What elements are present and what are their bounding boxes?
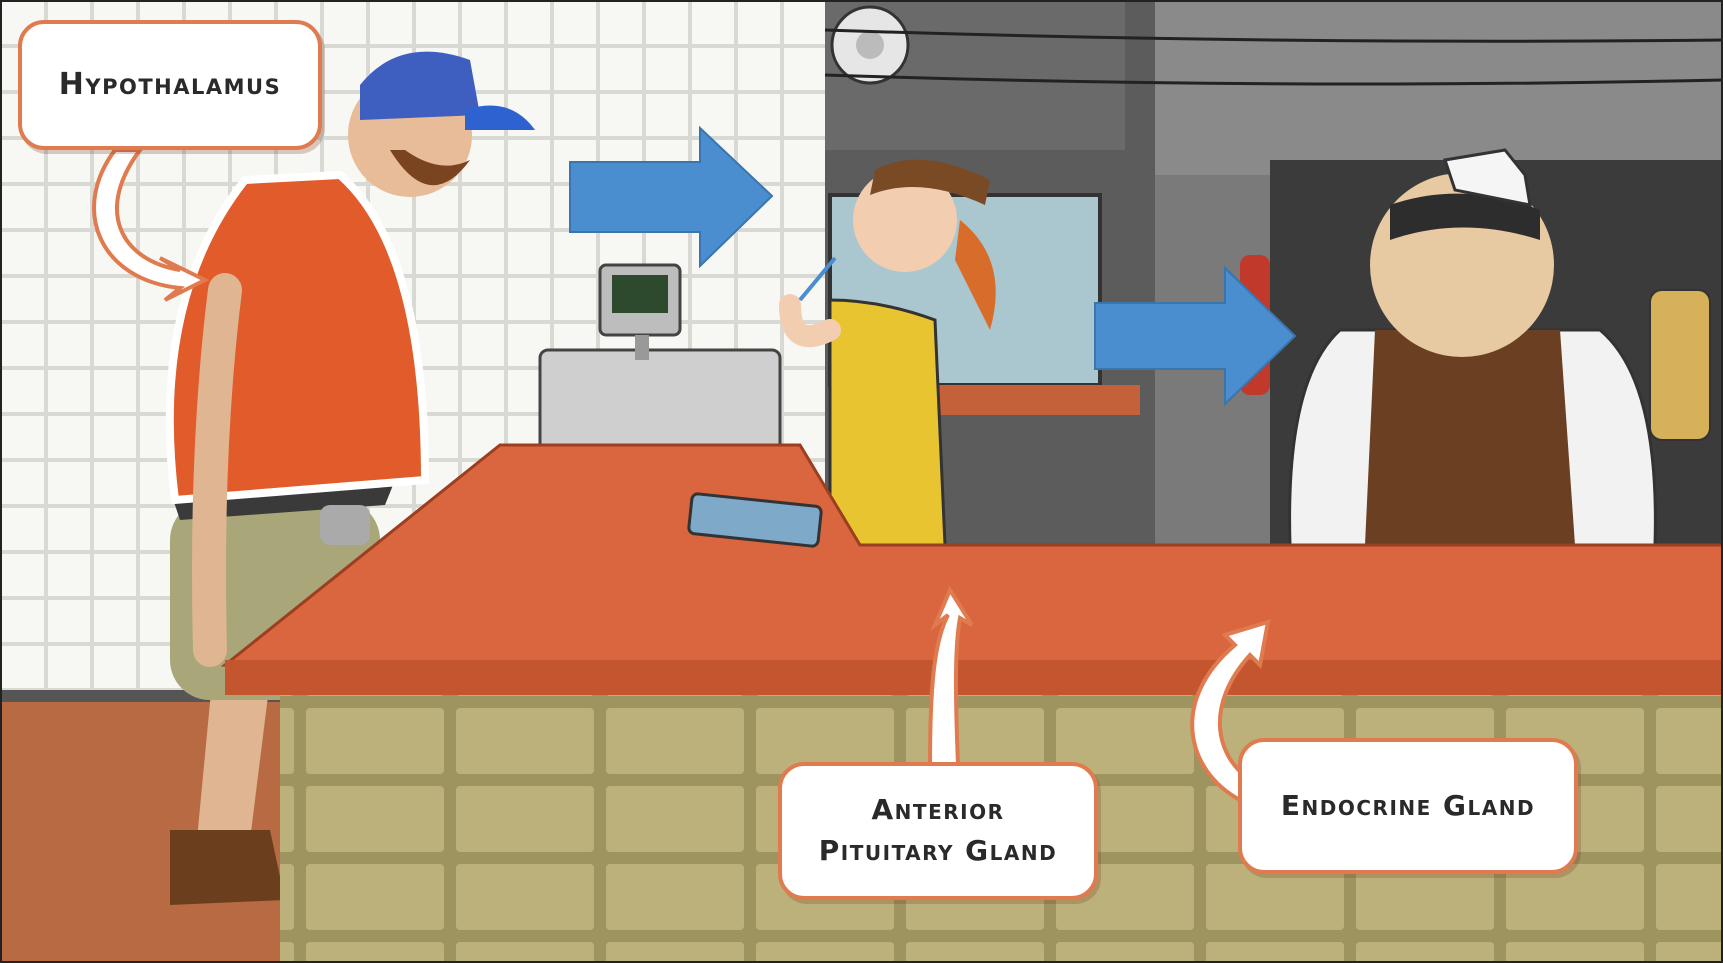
hypothalamus-label: Hypothalamus (59, 63, 281, 107)
hypothalamus-callout: Hypothalamus (18, 20, 322, 150)
anterior-pituitary-callout: Anterior Pituitary Gland (778, 762, 1098, 900)
endocrine-gland-callout: Endocrine Gland (1238, 738, 1578, 874)
endocrine-label: Endocrine Gland (1281, 786, 1535, 827)
anterior-label-line1: Anterior (819, 790, 1057, 831)
anterior-label-line2: Pituitary Gland (819, 831, 1057, 872)
